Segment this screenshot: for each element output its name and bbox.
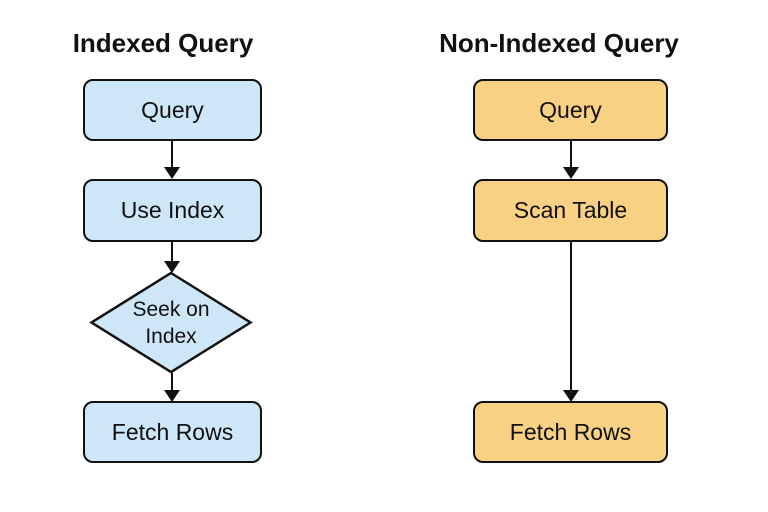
- indexed-node-use-index-label: Use Index: [120, 197, 225, 223]
- non-indexed-node-scan-table: Scan Table: [473, 179, 668, 242]
- indexed-node-fetch-rows-label: Fetch Rows: [111, 418, 234, 445]
- arrowhead-down-icon: [563, 390, 579, 402]
- arrow-query-to-scan-table: [563, 141, 579, 179]
- arrow-shaft: [170, 141, 174, 167]
- indexed-node-query: Query: [83, 79, 262, 141]
- arrow-seek-to-fetch-rows: [164, 372, 180, 402]
- arrow-shaft: [569, 242, 573, 390]
- arrow-use-index-to-seek: [164, 242, 180, 273]
- arrow-shaft: [569, 141, 573, 167]
- indexed-node-fetch-rows: Fetch Rows: [83, 401, 262, 463]
- indexed-query-title: Indexed Query: [72, 28, 254, 58]
- indexed-decision-seek-on-index: Seek on Index: [89, 271, 253, 374]
- arrowhead-down-icon: [164, 167, 180, 179]
- non-indexed-node-fetch-rows: Fetch Rows: [473, 401, 668, 463]
- arrow-query-to-use-index: [164, 141, 180, 179]
- arrowhead-down-icon: [164, 390, 180, 402]
- non-indexed-node-fetch-rows-label: Fetch Rows: [509, 418, 632, 445]
- arrowhead-down-icon: [164, 261, 180, 273]
- arrow-shaft: [170, 372, 174, 390]
- arrowhead-down-icon: [563, 167, 579, 179]
- non-indexed-node-query-label: Query: [539, 96, 602, 123]
- indexed-node-query-label: Query: [141, 96, 204, 123]
- indexed-decision-label: Seek on Index: [132, 297, 210, 348]
- arrow-shaft: [170, 242, 174, 261]
- non-indexed-node-scan-table-label: Scan Table: [513, 197, 628, 223]
- non-indexed-node-query: Query: [473, 79, 668, 141]
- non-indexed-query-title: Non-Indexed Query: [439, 28, 679, 58]
- arrow-scan-table-to-fetch-rows: [563, 242, 579, 402]
- indexed-node-use-index: Use Index: [83, 179, 262, 242]
